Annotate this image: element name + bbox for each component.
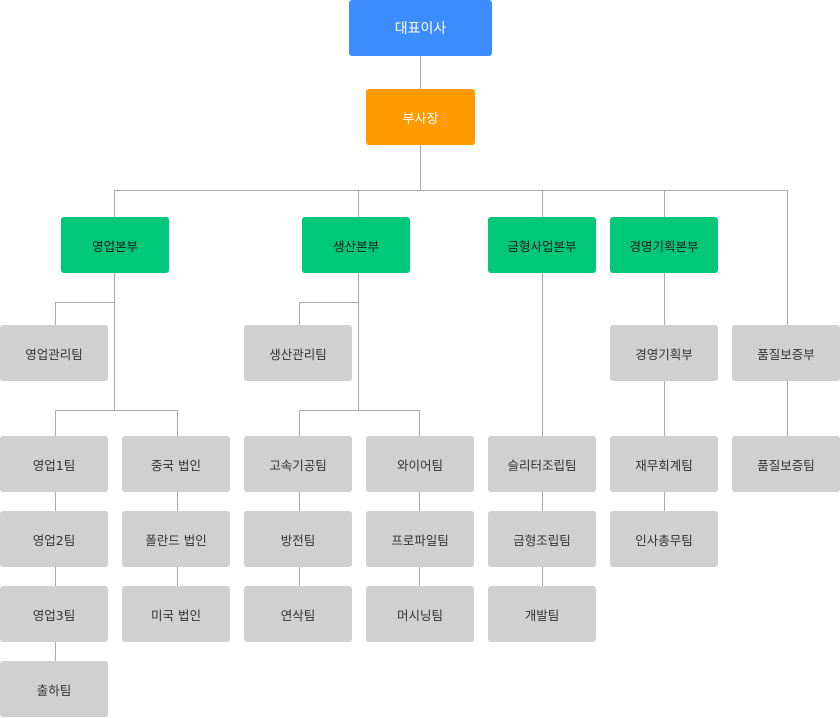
connector-sales-trunk [114, 273, 115, 410]
team-grinding: 연삭팀 [244, 586, 352, 642]
team-wire: 와이어팀 [366, 436, 474, 492]
team-shipping: 출하팀 [0, 661, 108, 717]
division-mold: 금형사업본부 [488, 217, 596, 273]
connector-to-production-division [358, 190, 359, 217]
team-sales-2: 영업2팀 [0, 511, 108, 567]
connector-production-left-drop [299, 410, 300, 436]
connector-ceo-vp [420, 56, 421, 89]
connector-mold-chain [542, 273, 543, 586]
connector-division-bus [114, 190, 788, 191]
team-high-speed-machining: 고속기공팀 [244, 436, 352, 492]
connector-production-right-drop [419, 410, 420, 436]
division-production: 생산본부 [302, 217, 410, 273]
team-machining: 머시닝팀 [366, 586, 474, 642]
connector-to-qa-dept [787, 190, 788, 325]
connector-to-mold-division [542, 190, 543, 217]
team-sales-1: 영업1팀 [0, 436, 108, 492]
connector-sales-mgmt-drop [55, 302, 56, 325]
division-sales: 영업본부 [61, 217, 169, 273]
team-development: 개발팀 [488, 586, 596, 642]
connector-sales-left-chain [55, 492, 56, 661]
team-edm: 방전팀 [244, 511, 352, 567]
team-profile: 프로파일팀 [366, 511, 474, 567]
team-hr: 인사총무팀 [610, 511, 718, 567]
team-sales-3: 영업3팀 [0, 586, 108, 642]
team-qa: 품질보증팀 [732, 436, 840, 492]
connector-sales-mgmt-bus [55, 302, 115, 303]
connector-to-sales-division [114, 190, 115, 217]
connector-vp-down [420, 145, 421, 190]
connector-sales-team-bus [55, 410, 178, 411]
connector-sales-right-drop [177, 410, 178, 436]
connector-sales-left-drop [55, 410, 56, 436]
connector-production-mgmt-drop [299, 302, 300, 325]
team-slitter-assembly: 슬리터조립팀 [488, 436, 596, 492]
connector-production-mgmt-bus [299, 302, 359, 303]
team-usa-branch: 미국 법인 [122, 586, 230, 642]
ceo-box: 대표이사 [349, 0, 492, 56]
division-planning: 경영기획본부 [610, 217, 718, 273]
team-qa-dept: 품질보증부 [732, 325, 840, 381]
connector-production-trunk [358, 273, 359, 410]
team-finance: 재무회계팀 [610, 436, 718, 492]
connector-planning-chain [664, 273, 665, 511]
connector-qa-chain [787, 381, 788, 436]
team-production-mgmt: 생산관리팀 [244, 325, 352, 381]
vice-president-box: 부사장 [366, 89, 475, 145]
connector-to-planning-division [664, 190, 665, 217]
team-sales-mgmt: 영업관리팀 [0, 325, 108, 381]
team-mold-assembly: 금형조립팀 [488, 511, 596, 567]
team-china-branch: 중국 법인 [122, 436, 230, 492]
team-planning-dept: 경영기획부 [610, 325, 718, 381]
connector-production-team-bus [299, 410, 420, 411]
team-poland-branch: 폴란드 법인 [122, 511, 230, 567]
